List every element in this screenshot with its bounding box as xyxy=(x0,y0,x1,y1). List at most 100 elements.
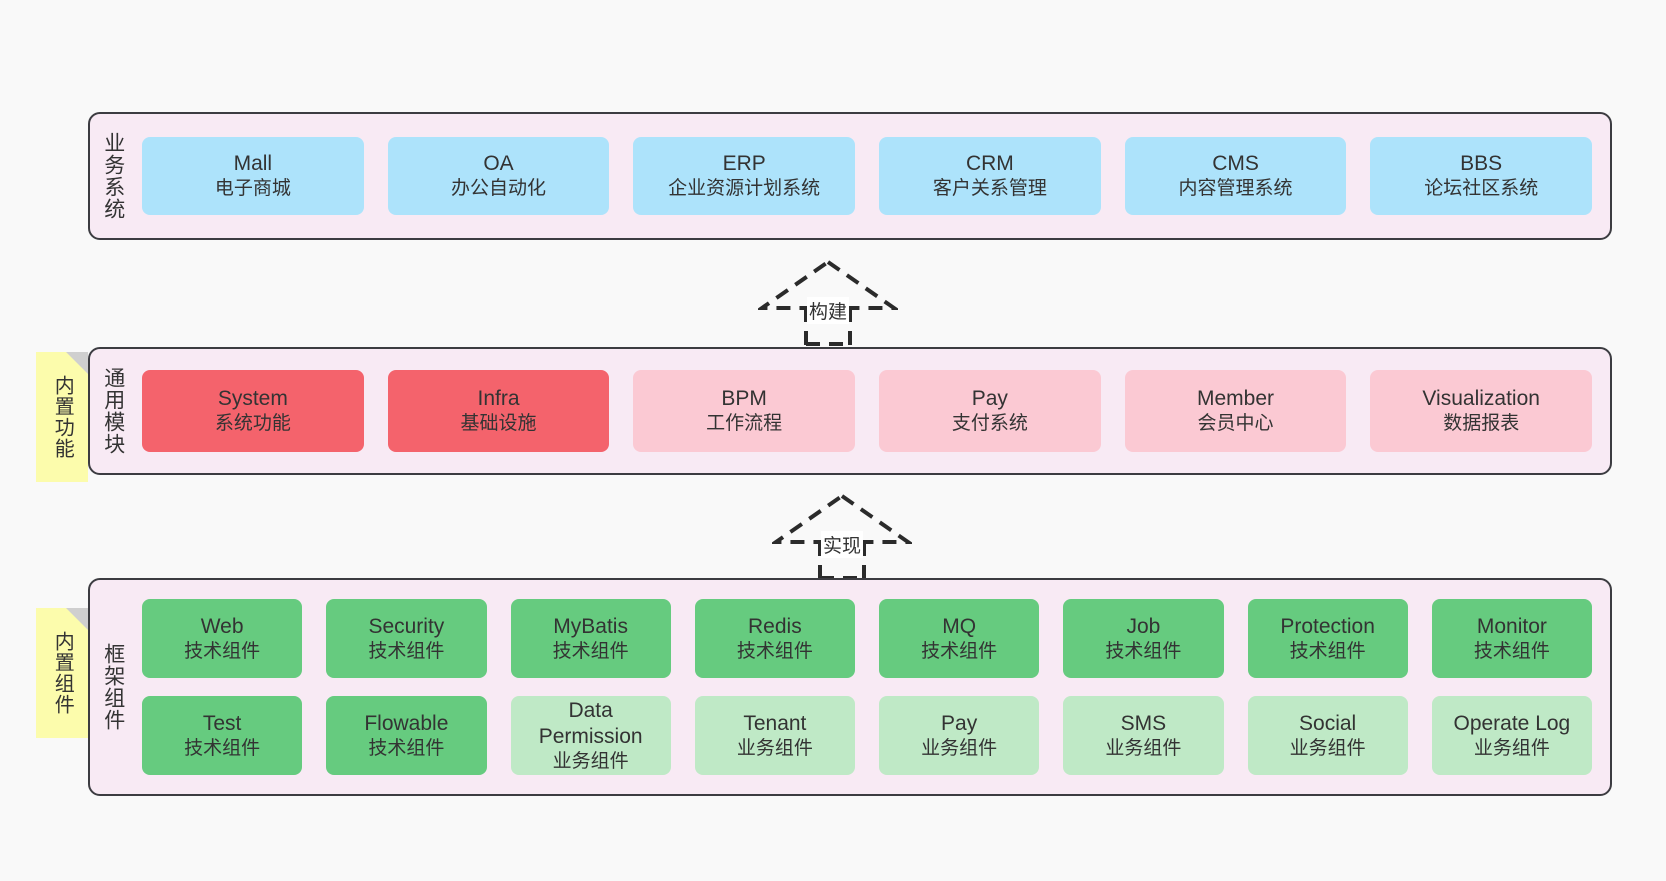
module-card-subtitle: 电子商城 xyxy=(214,178,291,200)
component-card-subtitle: 技术组件 xyxy=(184,640,261,662)
component-card-monitor[interactable]: Monitor 技术组件 xyxy=(1431,599,1592,678)
component-card-subtitle: 业务组件 xyxy=(921,737,998,759)
component-card-title: Data Permission xyxy=(538,698,643,748)
module-card-subtitle: 数据报表 xyxy=(1443,413,1520,435)
module-card-subtitle: 内容管理系统 xyxy=(1178,178,1293,200)
component-card-security[interactable]: Security 技术组件 xyxy=(326,599,487,678)
connector-label: 构建 xyxy=(806,297,850,324)
component-card-title: Flowable xyxy=(364,711,449,735)
component-card-test[interactable]: Test 技术组件 xyxy=(142,696,303,775)
connector-build: 构建 xyxy=(758,258,898,346)
module-card-subtitle: 办公自动化 xyxy=(451,178,547,200)
module-card-mall[interactable]: Mall 电子商城 xyxy=(142,137,364,215)
module-card-subtitle: 支付系统 xyxy=(951,413,1028,435)
component-card-title: Pay xyxy=(941,711,978,735)
component-card-mq[interactable]: MQ 技术组件 xyxy=(879,599,1040,678)
component-card-protection[interactable]: Protection 技术组件 xyxy=(1247,599,1408,678)
sticky-note-label: 内置组件 xyxy=(51,631,74,715)
module-card-subtitle: 会员中心 xyxy=(1197,413,1274,435)
module-card-pay[interactable]: Pay 支付系统 xyxy=(879,370,1101,452)
component-card-subtitle: 业务组件 xyxy=(1105,737,1182,759)
module-card-crm[interactable]: CRM 客户关系管理 xyxy=(879,137,1101,215)
module-card-oa[interactable]: OA 办公自动化 xyxy=(387,137,610,215)
component-card-title: Social xyxy=(1299,711,1357,735)
module-card-title: Mall xyxy=(233,152,273,176)
component-card-job[interactable]: Job 技术组件 xyxy=(1063,599,1224,678)
component-card-subtitle: 技术组件 xyxy=(1473,640,1550,662)
sticky-note-builtin-features: 内置功能 xyxy=(36,352,88,482)
component-card-title: Redis xyxy=(748,614,802,638)
module-card-erp[interactable]: ERP 企业资源计划系统 xyxy=(633,137,856,215)
component-card-title: Protection xyxy=(1280,614,1375,638)
module-card-title: OA xyxy=(483,152,514,176)
component-card-subtitle: 技术组件 xyxy=(1289,640,1366,662)
module-card-title: Member xyxy=(1197,387,1275,411)
module-card-title: ERP xyxy=(722,152,766,176)
module-card-subtitle: 系统功能 xyxy=(214,413,291,435)
module-card-bbs[interactable]: BBS 论坛社区系统 xyxy=(1370,137,1593,215)
connector-implement: 实现 xyxy=(772,492,912,580)
component-card-subtitle: 技术组件 xyxy=(368,737,445,759)
component-card-subtitle: 技术组件 xyxy=(921,640,998,662)
card-row: System 系统功能 Infra 基础设施 BPM 工作流程 Pay 支付系统… xyxy=(142,370,1593,452)
component-card-title: Operate Log xyxy=(1453,711,1571,735)
layer-title-framework-components: 框架组件 xyxy=(101,643,125,731)
module-card-title: Visualization xyxy=(1422,387,1540,411)
component-card-flowable[interactable]: Flowable 技术组件 xyxy=(326,696,487,775)
layer-body-common-modules: System 系统功能 Infra 基础设施 BPM 工作流程 Pay 支付系统… xyxy=(136,349,1610,473)
card-row: Test 技术组件 Flowable 技术组件 Data Permission … xyxy=(142,696,1592,775)
component-card-subtitle: 技术组件 xyxy=(184,737,261,759)
module-card-title: Infra xyxy=(477,387,520,411)
module-card-visualization[interactable]: Visualization 数据报表 xyxy=(1370,370,1593,452)
component-card-title: Web xyxy=(200,614,244,638)
module-card-title: BBS xyxy=(1460,152,1503,176)
card-row: Web 技术组件 Security 技术组件 MyBatis 技术组件 Redi… xyxy=(142,599,1592,678)
layer-framework-components: 框架组件 Web 技术组件 Security 技术组件 MyBatis 技术组件… xyxy=(88,578,1612,796)
component-card-redis[interactable]: Redis 技术组件 xyxy=(694,599,855,678)
module-card-system[interactable]: System 系统功能 xyxy=(142,370,364,452)
sticky-note-label: 内置功能 xyxy=(51,375,74,459)
component-card-subtitle: 技术组件 xyxy=(1105,640,1182,662)
component-card-title: Job xyxy=(1126,614,1161,638)
component-card-pay[interactable]: Pay 业务组件 xyxy=(879,696,1040,775)
component-card-title: Security xyxy=(368,614,445,638)
component-card-social[interactable]: Social 业务组件 xyxy=(1247,696,1408,775)
component-card-title: MyBatis xyxy=(553,614,628,638)
component-card-subtitle: 技术组件 xyxy=(736,640,813,662)
component-card-data-permission[interactable]: Data Permission 业务组件 xyxy=(510,696,671,775)
module-card-title: BPM xyxy=(721,387,767,411)
page-fold-icon xyxy=(66,608,88,630)
component-card-operate-log[interactable]: Operate Log 业务组件 xyxy=(1431,696,1592,775)
component-card-title: Test xyxy=(202,711,242,735)
component-card-subtitle: 业务组件 xyxy=(552,750,629,772)
component-card-title: Tenant xyxy=(743,711,807,735)
component-card-title: MQ xyxy=(942,614,977,638)
component-card-mybatis[interactable]: MyBatis 技术组件 xyxy=(510,599,671,678)
module-card-title: CRM xyxy=(965,152,1014,176)
module-card-subtitle: 论坛社区系统 xyxy=(1424,178,1539,200)
layer-body-business-systems: Mall 电子商城 OA 办公自动化 ERP 企业资源计划系统 CRM 客户关系… xyxy=(136,114,1610,238)
component-card-subtitle: 业务组件 xyxy=(1289,737,1366,759)
component-card-title: SMS xyxy=(1120,711,1167,735)
module-card-bpm[interactable]: BPM 工作流程 xyxy=(633,370,856,452)
module-card-cms[interactable]: CMS 内容管理系统 xyxy=(1124,137,1347,215)
component-card-subtitle: 业务组件 xyxy=(1473,737,1550,759)
component-card-web[interactable]: Web 技术组件 xyxy=(142,599,303,678)
component-card-tenant[interactable]: Tenant 业务组件 xyxy=(694,696,855,775)
component-card-subtitle: 技术组件 xyxy=(368,640,445,662)
component-card-subtitle: 业务组件 xyxy=(736,737,813,759)
module-card-subtitle: 工作流程 xyxy=(706,413,783,435)
component-card-title: Monitor xyxy=(1476,614,1547,638)
layer-title-business-systems: 业务系统 xyxy=(101,132,125,220)
sticky-note-builtin-components: 内置组件 xyxy=(36,608,88,738)
card-row: Mall 电子商城 OA 办公自动化 ERP 企业资源计划系统 CRM 客户关系… xyxy=(142,137,1593,215)
layer-body-framework-components: Web 技术组件 Security 技术组件 MyBatis 技术组件 Redi… xyxy=(136,580,1610,794)
module-card-member[interactable]: Member 会员中心 xyxy=(1124,370,1347,452)
module-card-title: CMS xyxy=(1212,152,1259,176)
page-fold-icon xyxy=(66,352,88,374)
layer-title-common-modules: 通用模块 xyxy=(101,367,125,455)
component-card-sms[interactable]: SMS 业务组件 xyxy=(1063,696,1224,775)
module-card-title: System xyxy=(217,387,288,411)
module-card-infra[interactable]: Infra 基础设施 xyxy=(387,370,610,452)
